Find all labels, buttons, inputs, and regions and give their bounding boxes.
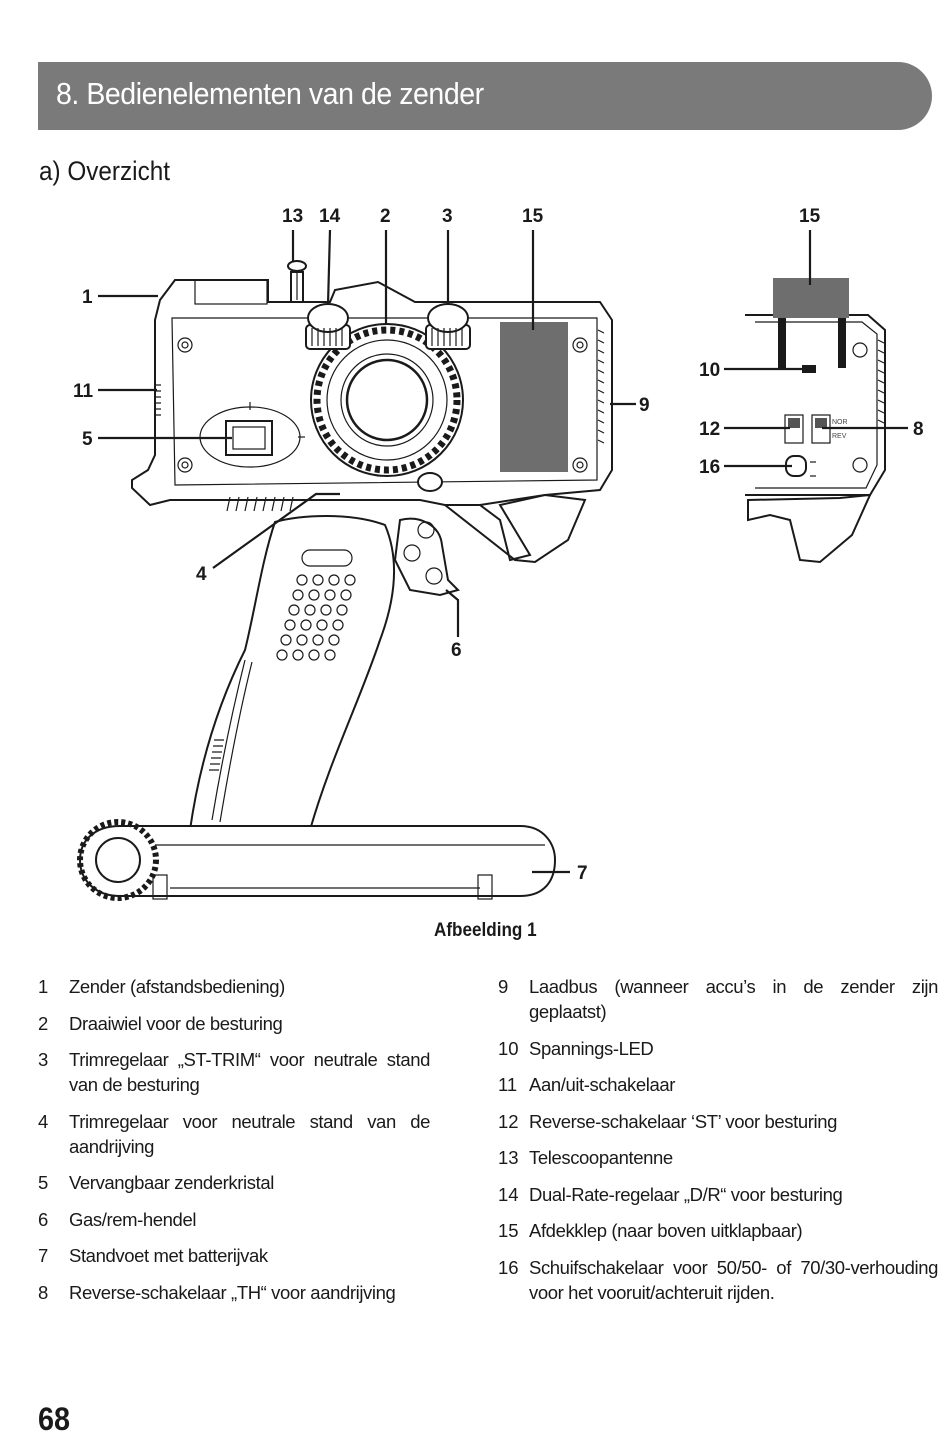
- transmitter-diagram: NOR REV 13 14 2 3 15 15 1: [73, 206, 924, 901]
- legend-num: 9: [498, 976, 509, 997]
- legend-item: 2 Draaiwiel voor de besturing: [38, 1011, 430, 1036]
- legend-num: 12: [498, 1110, 519, 1132]
- legend-text: Trimregelaar voor neutrale stand van de …: [69, 1110, 430, 1157]
- callout-labels: 13 14 2 3 15 15 1 11 5 9 10 12 8 16 4 6 …: [73, 206, 924, 884]
- callout-2: 2: [380, 206, 391, 227]
- legend-text: Laadbus (wanneer accu’s in de zender zij…: [529, 976, 938, 1022]
- legend-right: 9 Laadbus (wanneer accu’s in de zender zi…: [498, 974, 938, 1316]
- legend-num: 5: [38, 1172, 49, 1193]
- legend-item: 3 Trimregelaar „ST-TRIM“ voor neutrale st…: [38, 1047, 430, 1097]
- legend-text: Afdekklep (naar boven uitklapbaar): [529, 1220, 803, 1241]
- legend-item: 4 Trimregelaar voor neutrale stand van de…: [38, 1109, 430, 1159]
- steering-wheel-drawing: [310, 323, 464, 492]
- callout-4: 4: [196, 564, 207, 585]
- legend-text: Zender (afstandsbediening): [69, 976, 285, 997]
- switch-rev-label: REV: [832, 433, 847, 440]
- legend-num: 2: [38, 1012, 49, 1034]
- legend-text: Standvoet met batterijvak: [69, 1245, 268, 1266]
- page-title: 8. Bedienelementen van de zender: [56, 76, 484, 111]
- trim-knobs-drawing: [305, 303, 471, 350]
- legend-num: 1: [38, 976, 49, 997]
- section-header-bar: 8. Bedienelementen van de zender: [38, 62, 932, 130]
- callout-16: 16: [699, 457, 720, 478]
- handle-drawing: [188, 515, 396, 831]
- legend-left: 1 Zender (afstandsbediening) 2 Draaiwiel v…: [38, 974, 430, 1316]
- legend-text: Gas/rem-hendel: [69, 1208, 197, 1230]
- callout-15-side: 15: [799, 206, 821, 227]
- legend-item: 6 Gas/rem-hendel: [38, 1207, 430, 1232]
- legend-text: Vervangbaar zenderkristal: [69, 1172, 274, 1193]
- legend-item: 7 Standvoet met batterijvak: [38, 1243, 430, 1268]
- legend-text: Reverse-schakelaar ‘ST’ voor besturing: [529, 1110, 837, 1132]
- legend-num: 14: [498, 1183, 519, 1205]
- legend-num: 3: [38, 1049, 49, 1070]
- callout-14: 14: [319, 206, 341, 227]
- legend-item: 9 Laadbus (wanneer accu’s in de zender zi…: [498, 974, 938, 1024]
- legend-text: Reverse-schakelaar „TH“ voor aandrijving: [69, 1281, 396, 1303]
- callout-15-main: 15: [522, 206, 544, 227]
- legend-item: 15 Afdekklep (naar boven uitklapbaar): [498, 1218, 938, 1243]
- legend-item: 12 Reverse-schakelaar ‘ST’ voor besturing: [498, 1109, 938, 1134]
- side-detail-drawing: NOR REV: [745, 278, 886, 564]
- legend-item: 10 Spannings-LED: [498, 1036, 938, 1061]
- legend-num: 8: [38, 1281, 49, 1303]
- callout-9: 9: [639, 395, 650, 416]
- legend-num: 4: [38, 1110, 49, 1132]
- callout-8: 8: [913, 419, 924, 440]
- legend-num: 7: [38, 1245, 49, 1266]
- callout-6: 6: [451, 640, 462, 661]
- callout-12: 12: [699, 419, 720, 440]
- legend-num: 15: [498, 1220, 519, 1241]
- legend-num: 10: [498, 1037, 519, 1059]
- legend-text: Draaiwiel voor de besturing: [69, 1012, 283, 1034]
- legend-item: 11 Aan/uit-schakelaar: [498, 1072, 938, 1097]
- legend-num: 16: [498, 1256, 519, 1278]
- figure-caption: Afbeelding 1: [434, 920, 537, 941]
- legend-text: Trimregelaar „ST-TRIM“ voor neutrale sta…: [69, 1049, 430, 1095]
- legend-item: 14 Dual-Rate-regelaar „D/R“ voor besturin…: [498, 1182, 938, 1207]
- legend-item: 5 Vervangbaar zenderkristal: [38, 1170, 430, 1195]
- switch-nor-label: NOR: [832, 419, 848, 426]
- callout-lines: [98, 229, 908, 874]
- legend-text: Spannings-LED: [529, 1037, 654, 1059]
- callout-5: 5: [82, 429, 93, 450]
- legend-num: 6: [38, 1208, 49, 1230]
- callout-13: 13: [282, 206, 303, 227]
- page-number: 68: [38, 1401, 71, 1437]
- legend-num: 11: [498, 1074, 518, 1095]
- legend-item: 16 Schuifschakelaar voor 50/50- of 70/30-…: [498, 1255, 938, 1305]
- legend-item: 1 Zender (afstandsbediening): [38, 974, 430, 999]
- legend-text: Dual-Rate-regelaar „D/R“ voor besturing: [529, 1183, 843, 1205]
- antenna-drawing: [287, 260, 307, 305]
- legend-text: Schuifschakelaar voor 50/50- of 70/30-ve…: [529, 1256, 938, 1303]
- section-title: a) Overzicht: [39, 156, 170, 186]
- throttle-trigger-drawing: [393, 493, 587, 597]
- callout-3: 3: [442, 206, 453, 227]
- callout-1: 1: [82, 287, 93, 308]
- callout-7: 7: [577, 863, 588, 884]
- legend-text: Aan/uit-schakelaar: [529, 1074, 676, 1095]
- callout-10: 10: [699, 360, 720, 381]
- legend-item: 8 Reverse-schakelaar „TH“ voor aandrijvin…: [38, 1280, 430, 1305]
- base-stand-drawing: [77, 819, 557, 901]
- legend-text: Telescoopantenne: [529, 1147, 673, 1168]
- callout-11: 11: [73, 381, 94, 402]
- legend-num: 13: [498, 1147, 519, 1168]
- legend-item: 13 Telescoopantenne: [498, 1145, 938, 1170]
